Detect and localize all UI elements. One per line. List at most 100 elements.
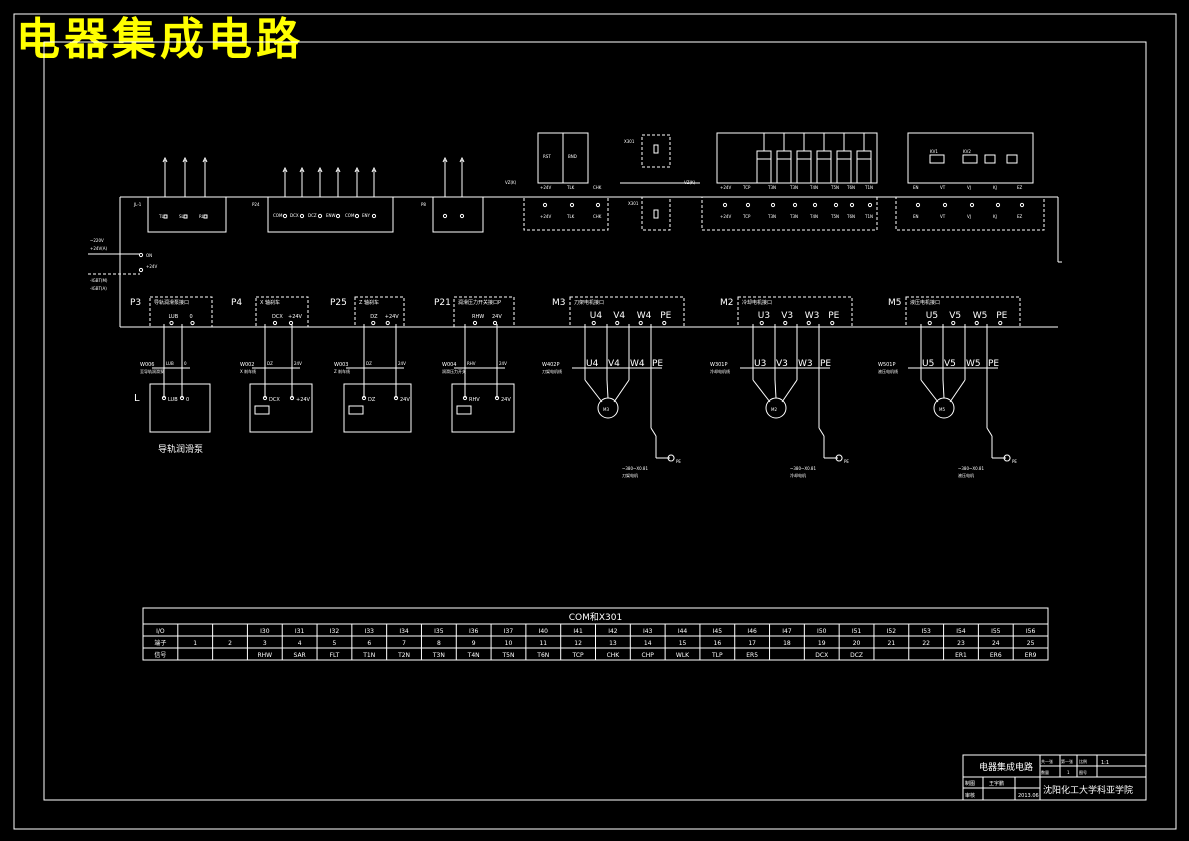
io-cell: 23 [957, 640, 965, 647]
terminal [759, 320, 764, 326]
relay1-tag: VZ(K) [505, 180, 517, 185]
outer-frame [13, 13, 1177, 830]
relay1-box [523, 196, 609, 231]
port-id: P25 [330, 298, 347, 308]
motor-note: ~380~X0.81 [958, 466, 984, 471]
relay3-pin-label: EN [913, 214, 919, 219]
io-cell: CHP [642, 652, 655, 659]
wire-pin: 24V [294, 361, 302, 366]
title-block-school: 沈阳化工大学科亚学院 [1043, 784, 1133, 796]
terminal [569, 202, 575, 208]
relay2-coil [756, 150, 772, 160]
io-cell: I32 [330, 628, 340, 635]
io-cell: I52 [887, 628, 897, 635]
io-cell: 25 [1027, 640, 1035, 647]
relay2-pin-label: T3N [789, 214, 798, 219]
motor-note: ~380~X0.81 [790, 466, 816, 471]
io-cell: 9 [472, 640, 476, 647]
title-block-scale-label: 比例 [1079, 758, 1087, 764]
io-cell: I51 [852, 628, 862, 635]
arrow-icon [317, 166, 323, 173]
terminal [1019, 202, 1025, 208]
relay1-top-pin: CHK [593, 185, 602, 190]
relay2-top-pin: T6N [846, 185, 855, 190]
left-out-label: +24V [146, 264, 157, 269]
io-cell: 16 [714, 640, 722, 647]
terminal [299, 213, 305, 219]
jl1-pin-label: RL [199, 214, 205, 219]
io-cell: SAR [294, 652, 306, 659]
relay2-top-pin: T5N [830, 185, 839, 190]
io-cell: T5N [501, 652, 514, 659]
terminal [867, 202, 873, 208]
x301-pin [653, 144, 659, 154]
wire-tag: W002 [240, 362, 255, 368]
wire-line [986, 427, 993, 437]
relay1-top-pin: TLK [566, 185, 575, 190]
wire-line [818, 427, 825, 437]
io-cell: I44 [678, 628, 688, 635]
device-switch [254, 405, 270, 415]
arrow-icon [442, 156, 448, 163]
wire-line [781, 379, 798, 403]
wire-pin: U3 [754, 359, 766, 369]
device-box [149, 383, 211, 433]
terminal [272, 320, 278, 326]
ground-icon [1003, 454, 1011, 462]
p8-box [432, 196, 484, 233]
relay2-coil [776, 150, 792, 160]
io-cell: TLP [711, 652, 723, 659]
relay3-pin-label: EZ [1017, 214, 1023, 219]
terminal [812, 202, 818, 208]
port-box [569, 296, 685, 328]
port-box [149, 296, 213, 328]
device-pin: LUB [168, 397, 178, 403]
arrow-icon [162, 156, 168, 163]
port-title: 液压电机接口 [910, 299, 940, 306]
relay3-box [895, 196, 1045, 231]
arrow-icon [282, 166, 288, 173]
relay3-top-pin: VJ [967, 185, 971, 190]
terminal [138, 252, 144, 258]
io-cell: 5 [333, 640, 337, 647]
terminal [393, 395, 399, 401]
port-pin-label: PE [828, 311, 839, 321]
terminal [385, 320, 390, 326]
relay3-coil [1006, 154, 1018, 164]
io-cell: ER9 [1025, 652, 1037, 659]
io-cell: 端子 [154, 639, 166, 647]
relay3-pin-label: KJ [993, 214, 997, 219]
terminal [371, 213, 377, 219]
terminal [969, 202, 975, 208]
io-table-title: COM和X301 [569, 612, 622, 623]
terminal [615, 320, 620, 326]
terminal [770, 202, 776, 208]
port-pin-label: V4 [613, 311, 625, 321]
title-block-num-label: 图号 [1079, 769, 1087, 775]
device-pin: DZ [368, 397, 376, 403]
terminal [462, 395, 468, 401]
motor-pe: PE [844, 459, 849, 464]
wire-tag: W301P [710, 362, 728, 368]
port-id: P3 [130, 298, 141, 308]
port-pin-label: +24V [385, 314, 400, 320]
io-cell: I53 [921, 628, 931, 635]
jl1-pin-label: SL [179, 214, 185, 219]
motor-pe: PE [1012, 459, 1017, 464]
io-cell: 12 [574, 640, 582, 647]
motor-icon [933, 397, 955, 419]
io-cell: 2 [228, 640, 232, 647]
terminal [830, 320, 835, 326]
relay3-coil-label: KV2 [963, 149, 971, 154]
motor-label: M2 [771, 407, 777, 412]
relay2-top-pin: T4N [809, 185, 818, 190]
port-title: 冷却电机接口 [742, 299, 772, 306]
io-cell: I33 [365, 628, 375, 635]
wire-tag: W003 [334, 362, 349, 368]
